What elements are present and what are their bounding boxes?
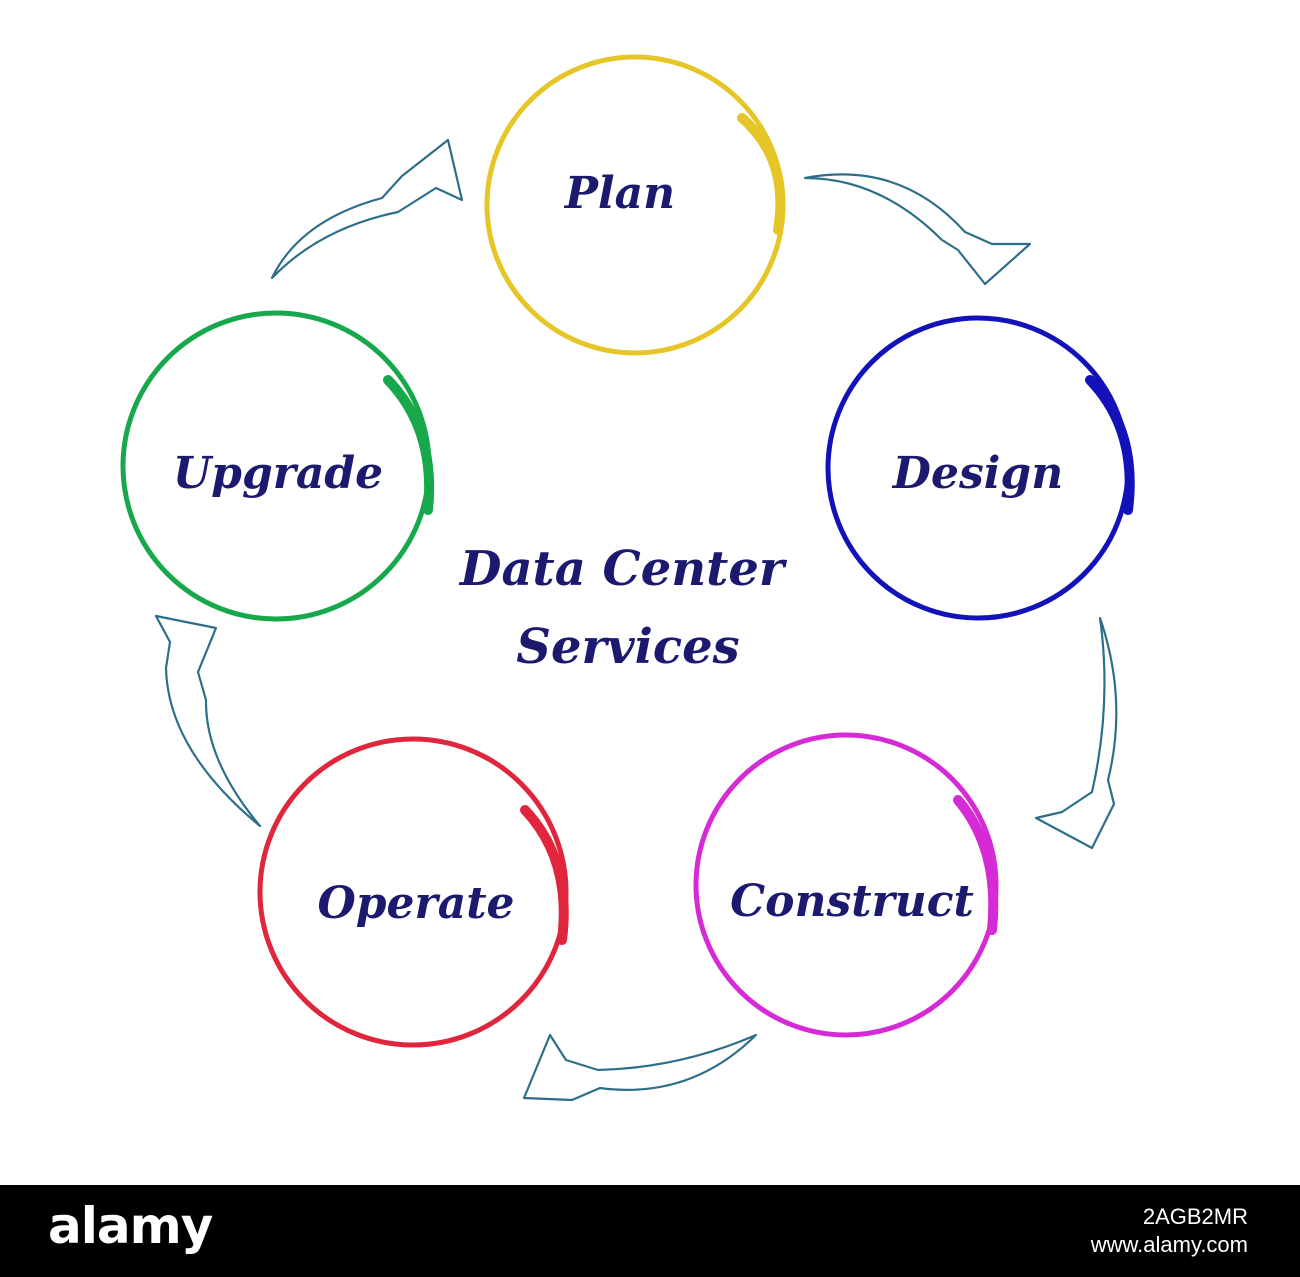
node-design: Design	[825, 315, 1135, 621]
arrow-construct-to-operate	[522, 1033, 758, 1102]
operate-circle-stroke-accent	[520, 805, 569, 945]
node-upgrade: Upgrade	[120, 310, 435, 622]
plan-circle-stroke-accent	[737, 113, 786, 235]
upgrade-circle-stroke-accent	[383, 375, 435, 515]
arrow-operate-to-upgrade	[154, 614, 262, 828]
arrow-plan-to-design	[803, 173, 1032, 286]
construct-circle-stroke-accent	[953, 795, 999, 935]
node-plan: Plan	[484, 54, 786, 356]
plan-label: Plan	[563, 168, 675, 219]
arrow-design-to-construct	[1034, 616, 1118, 850]
upgrade-label: Upgrade	[173, 448, 383, 499]
center-title-line2: Services	[516, 619, 739, 675]
image-id-block: 2AGB2MR www.alamy.com	[1091, 1203, 1248, 1259]
center-title-line1: Data Center	[458, 541, 788, 597]
arrow-upgrade-to-plan	[270, 138, 464, 280]
watermark-footer: alamy 2AGB2MR www.alamy.com	[0, 1185, 1300, 1277]
design-label: Design	[891, 448, 1063, 499]
site-url: www.alamy.com	[1090, 1232, 1248, 1257]
construct-label: Construct	[730, 876, 974, 927]
image-id: 2AGB2MR	[1142, 1204, 1248, 1229]
node-construct: Construct	[693, 732, 999, 1038]
alamy-logo: alamy	[48, 1197, 213, 1255]
design-circle-stroke-accent	[1085, 375, 1135, 515]
cycle-diagram: Plan Design Construct Operate Upgrade Da…	[120, 54, 1135, 1102]
operate-label: Operate	[317, 878, 514, 929]
node-operate: Operate	[257, 736, 569, 1048]
